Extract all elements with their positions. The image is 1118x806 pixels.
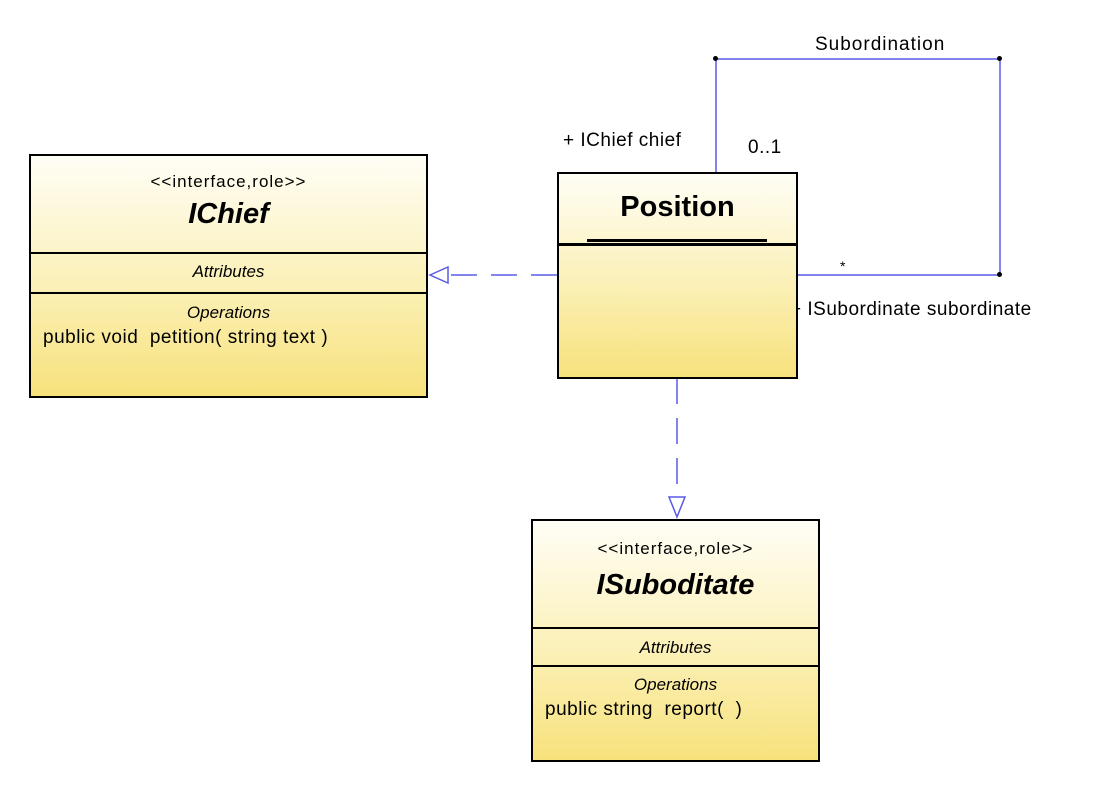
- class-isuboditate[interactable]: <<interface,role>> ISuboditate Attribute…: [531, 519, 820, 762]
- operation-petition[interactable]: public void petition( string text ): [43, 327, 329, 348]
- class-header: Position: [559, 174, 796, 244]
- class-name: ISuboditate: [596, 569, 755, 601]
- attributes-compartment: Attributes: [533, 629, 818, 667]
- class-name: Position: [620, 191, 735, 223]
- junction-dot: [713, 56, 718, 61]
- attributes-compartment: Attributes: [31, 254, 426, 292]
- chief-multiplicity-label: 0..1: [748, 137, 782, 158]
- chief-role-label: + IChief chief: [563, 130, 682, 151]
- class-header: <<interface,role>> IChief: [31, 156, 426, 253]
- stereotype-label: <<interface,role>>: [150, 172, 307, 191]
- stereotype-label: <<interface,role>>: [597, 539, 754, 558]
- attributes-title: Attributes: [639, 638, 712, 657]
- class-position[interactable]: Position: [557, 172, 798, 379]
- subordinate-multiplicity-label: *: [840, 258, 846, 274]
- realization-arrowhead-isubordinate: [667, 496, 687, 520]
- class-header: <<interface,role>> ISuboditate: [533, 521, 818, 627]
- divider: [533, 665, 818, 667]
- operations-title: Operations: [186, 303, 271, 322]
- junction-dot: [997, 272, 1002, 277]
- association-name-label: Subordination: [815, 34, 946, 55]
- name-underline: [587, 239, 767, 242]
- attributes-title: Attributes: [192, 262, 265, 281]
- divider: [31, 292, 426, 294]
- operation-report[interactable]: public string report( ): [545, 699, 743, 720]
- subordinate-role-label: + ISubordinate subordinate: [790, 299, 1032, 320]
- class-name: IChief: [188, 198, 269, 230]
- divider: [559, 243, 796, 246]
- junction-dot: [997, 56, 1002, 61]
- class-ichief[interactable]: <<interface,role>> IChief Attributes Ope…: [29, 154, 428, 398]
- divider: [533, 627, 818, 629]
- operations-compartment: Operations public void petition( string …: [31, 294, 426, 396]
- realization-arrowhead-ichief: [428, 265, 449, 285]
- operations-compartment: Operations public string report( ): [533, 667, 818, 760]
- operations-title: Operations: [633, 675, 718, 694]
- divider: [31, 252, 426, 254]
